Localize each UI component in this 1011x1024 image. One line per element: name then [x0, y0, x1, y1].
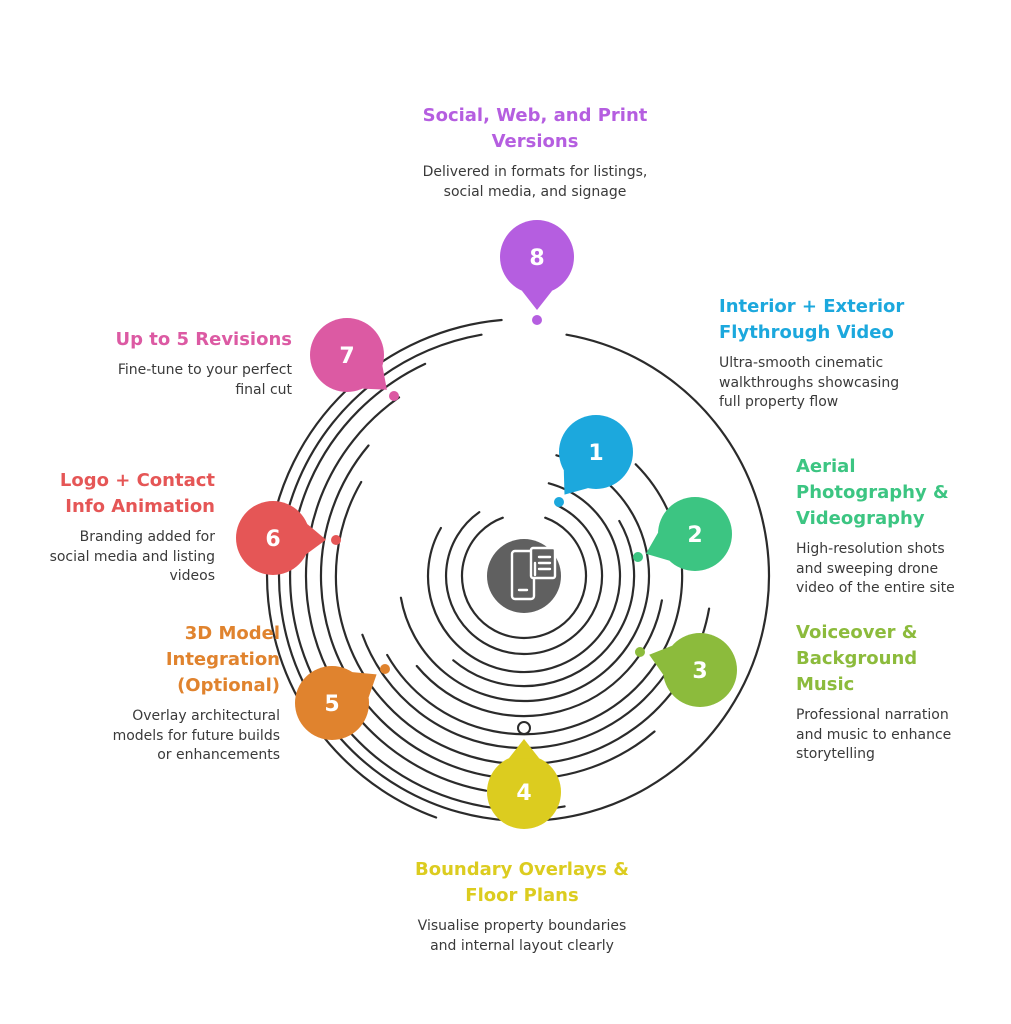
ring-arc-6: [415, 599, 663, 718]
step-6-title: Logo + Contact Info Animation: [59, 470, 215, 517]
ring-arc-3: [426, 482, 622, 674]
step-1-description: Ultra-smooth cinematic walkthroughs show…: [719, 355, 900, 410]
step-3-description: Professional narration and music to enha…: [796, 707, 952, 762]
step-5-badge: 5: [295, 666, 377, 740]
step-markers: [331, 315, 645, 735]
step-8-number: 8: [529, 246, 544, 271]
step-7-block: Up to 5 Revisions Fine-tune to your perf…: [100, 327, 292, 400]
step-8-title: Social, Web, and Print Versions: [422, 105, 648, 152]
step-7-badge-circle: [310, 318, 384, 392]
ring-arc-10: [319, 444, 656, 781]
step-8-badge-circle: [500, 220, 574, 294]
step-2-badge: 2: [645, 497, 732, 571]
step-5-number: 5: [324, 692, 339, 717]
step-7-description: Fine-tune to your perfect final cut: [117, 362, 292, 398]
step-3-marker: [635, 647, 645, 657]
step-2-marker: [633, 552, 643, 562]
step-8-description: Delivered in formats for listings, socia…: [422, 164, 648, 200]
step-3-badge-pointer: [649, 645, 672, 675]
step-badges: 1 2 3 4 5 6 7 8: [236, 220, 737, 829]
step-6-badge: 6: [236, 501, 326, 575]
step-2-number: 2: [687, 523, 702, 548]
step-4-block: Boundary Overlays & Floor Plans Visualis…: [402, 857, 642, 956]
mobile-document-icon: [510, 546, 557, 601]
ring-arc-4: [452, 519, 636, 688]
step-3-title: Voiceover & Background Music: [796, 622, 918, 695]
step-1-badge-circle: [559, 415, 633, 489]
step-7-number: 7: [339, 344, 354, 369]
step-8-block: Social, Web, and Print Versions Delivere…: [405, 103, 665, 202]
step-5-badge-circle: [295, 666, 369, 740]
step-5-description: Overlay architectural models for future …: [112, 708, 280, 763]
step-1-badge-pointer: [563, 470, 588, 495]
ring-arc-8: [361, 633, 675, 750]
step-4-marker: [517, 721, 531, 735]
step-6-block: Logo + Contact Info Animation Branding a…: [40, 468, 215, 587]
step-4-number: 4: [516, 781, 531, 806]
step-5-block: 3D Model Integration (Optional) Overlay …: [100, 621, 280, 766]
step-2-title: Aerial Photography & Videography: [796, 456, 949, 529]
step-7-badge: 7: [310, 318, 387, 392]
step-6-marker: [331, 535, 341, 545]
step-6-description: Branding added for social media and list…: [49, 529, 215, 584]
ring-arc-11: [304, 396, 488, 792]
step-6-badge-circle: [236, 501, 310, 575]
step-8-badge: 8: [500, 220, 574, 310]
ring-arc-2: [444, 504, 604, 656]
step-3-badge-circle: [663, 633, 737, 707]
step-4-badge-circle: [487, 755, 561, 829]
step-2-block: Aerial Photography & Videography High-re…: [796, 454, 966, 599]
center-hub: [487, 539, 561, 613]
step-3-number: 3: [692, 659, 707, 684]
step-1-block: Interior + Exterior Flythrough Video Ult…: [719, 294, 979, 413]
step-4-description: Visualise property boundaries and intern…: [417, 918, 627, 954]
step-1-number: 1: [588, 441, 603, 466]
ring-arc-9: [334, 480, 711, 766]
step-5-title: 3D Model Integration (Optional): [165, 623, 280, 696]
step-2-badge-pointer: [645, 532, 670, 561]
step-7-marker: [389, 391, 399, 401]
step-1-badge: 1: [559, 415, 633, 495]
step-5-marker: [380, 664, 390, 674]
step-7-badge-pointer: [362, 365, 387, 390]
step-2-description: High-resolution shots and sweeping drone…: [796, 541, 955, 596]
ring-arc-5: [399, 454, 651, 703]
ring-arc-1: [460, 516, 588, 639]
step-6-badge-pointer: [306, 524, 326, 555]
step-4-badge: 4: [487, 739, 561, 829]
step-4-title: Boundary Overlays & Floor Plans: [415, 859, 629, 906]
step-8-badge-pointer: [521, 290, 553, 310]
ring-arc-12: [288, 362, 566, 812]
step-3-badge: 3: [649, 633, 737, 707]
step-3-block: Voiceover & Background Music Professiona…: [796, 620, 966, 765]
step-2-badge-circle: [658, 497, 732, 571]
step-1-title: Interior + Exterior Flythrough Video: [719, 296, 905, 343]
step-8-marker: [532, 315, 542, 325]
step-7-title: Up to 5 Revisions: [115, 329, 292, 350]
step-4-badge-pointer: [508, 739, 540, 759]
step-1-marker: [554, 497, 564, 507]
step-6-number: 6: [265, 527, 280, 552]
step-5-badge-pointer: [352, 672, 377, 698]
